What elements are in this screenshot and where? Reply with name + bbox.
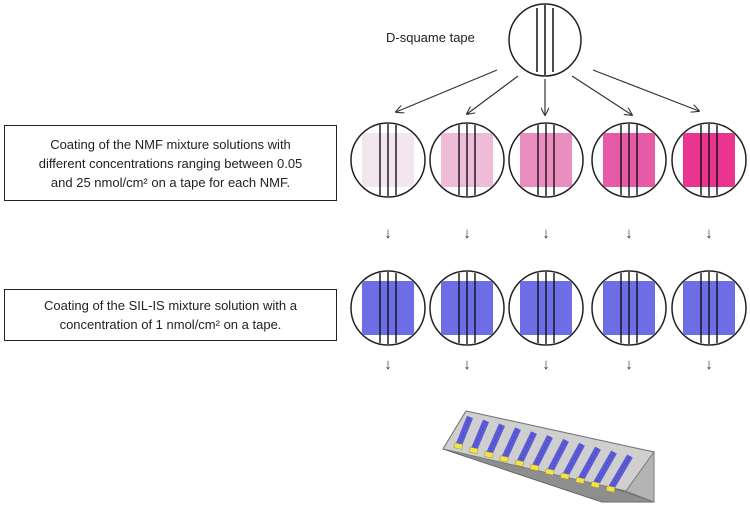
fanout-arrow-1 [396, 69, 498, 112]
down-arrow: ↓ [625, 356, 633, 373]
dsquame-tape-icon [508, 3, 582, 77]
nmf-coating-description-box: Coating of the NMF mixture solutions wit… [4, 125, 337, 201]
yellow-spot [484, 451, 494, 459]
sil-tape-2 [429, 270, 505, 346]
yellow-spot [514, 459, 524, 467]
nmf-coated-tapes-row [350, 122, 747, 198]
tape-strip [608, 454, 633, 489]
fanout-arrows [396, 69, 699, 115]
down-arrow: ↓ [384, 356, 392, 373]
yellow-spot [575, 476, 585, 484]
sil-tape-3 [508, 270, 584, 346]
nmf-tape-5 [671, 122, 747, 198]
nmf-tape-1 [350, 122, 426, 198]
fanout-arrow-4 [571, 75, 632, 115]
nmf-tape-3 [508, 122, 584, 198]
dsquame-tape-label: D-squame tape [386, 30, 475, 45]
nmf-box-line: different concentrations ranging between… [38, 155, 303, 171]
nmf-box-line: Coating of the NMF mixture solutions wit… [50, 136, 291, 152]
down-arrow: ↓ [705, 225, 713, 242]
down-arrow: ↓ [463, 225, 471, 242]
nmf-tape-4 [591, 122, 667, 198]
sil-box-line: concentration of 1 nmol/cm² on a tape. [59, 317, 282, 332]
nmf-box-line: and 25 nmol/cm² on a tape for each NMF. [50, 174, 291, 190]
sil-tape-4 [591, 270, 667, 346]
fanout-arrow-5 [592, 69, 699, 111]
down-arrow: ↓ [542, 225, 550, 242]
yellow-spot [544, 468, 555, 476]
yellow-spot [529, 463, 540, 472]
sil-is-coated-tapes-row [350, 270, 747, 346]
yellow-spot [590, 481, 601, 489]
down-arrow: ↓ [384, 225, 392, 242]
sil-tape-1 [350, 270, 426, 346]
sil-tape-5 [671, 270, 747, 346]
nmf-tape-2 [429, 122, 505, 198]
yellow-spot [468, 446, 479, 454]
sil-is-coating-description-box: Coating of the SIL-IS mixture solution w… [4, 289, 337, 341]
yellow-spot [605, 485, 616, 493]
down-arrow: ↓ [542, 356, 550, 373]
yellow-spot [499, 455, 509, 463]
slide-holder-icon [441, 410, 655, 503]
down-arrow: ↓ [625, 225, 633, 242]
yellow-spots [453, 442, 616, 493]
sil-box-line: Coating of the SIL-IS mixture solution w… [44, 298, 297, 313]
tape-strips [455, 415, 633, 489]
yellow-spot [560, 472, 570, 480]
down-arrow: ↓ [463, 356, 471, 373]
fanout-arrow-2 [467, 75, 519, 114]
down-arrow: ↓ [705, 356, 713, 373]
yellow-spot [453, 442, 464, 450]
